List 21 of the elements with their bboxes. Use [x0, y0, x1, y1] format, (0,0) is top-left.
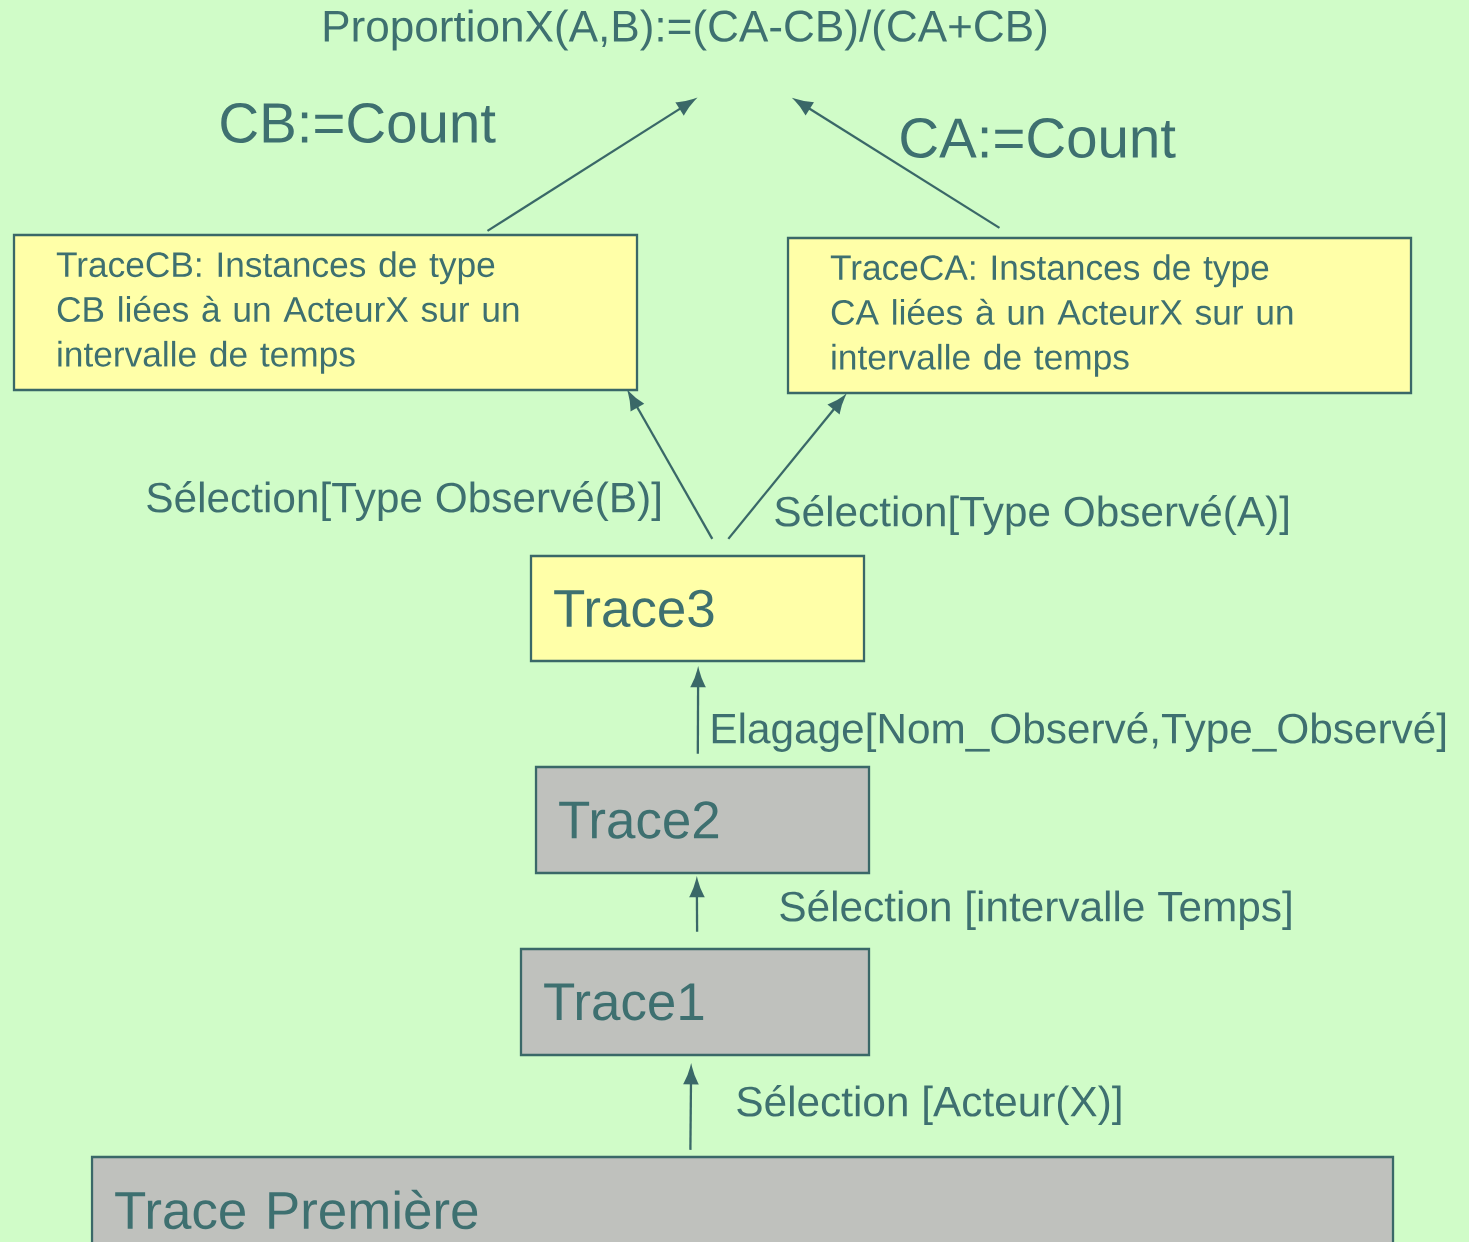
arrow [794, 99, 1001, 229]
edge-label: Sélection [intervalle Temps] [780, 890, 1291, 930]
process-box: Trace Première [90, 1155, 1395, 1242]
process-box: Trace2 [534, 765, 871, 875]
edge-label: Elagage[Nom_Observé,Type_Observé] [712, 712, 1446, 752]
arrow [727, 395, 846, 540]
edge-label: Sélection[Type Observé(A)] [775, 495, 1288, 535]
arrow [628, 392, 714, 540]
edge-label: Sélection[Type Observé(B)] [147, 481, 660, 521]
formula-text: ProportionX(A,B):=(CA-CB)/(CA+CB) [324, 9, 1047, 51]
edge-label: Sélection [Acteur(X)] [737, 1085, 1121, 1125]
process-box: Trace3 [529, 554, 866, 663]
arrow [683, 1066, 699, 1150]
arrow [689, 879, 704, 932]
edge-label: CB:=Count [221, 103, 496, 143]
arrow [691, 669, 706, 754]
process-box: TraceCB: Instances de type CB liées à un ActeurX sur un intervalle de temps [12, 233, 639, 392]
process-box: TraceCA: Instances de type CA liées à un ActeurX sur un intervalle de temps [786, 236, 1413, 395]
arrow [486, 99, 695, 232]
edge-label: CA:=Count [901, 118, 1176, 158]
process-box: Trace1 [519, 947, 871, 1057]
